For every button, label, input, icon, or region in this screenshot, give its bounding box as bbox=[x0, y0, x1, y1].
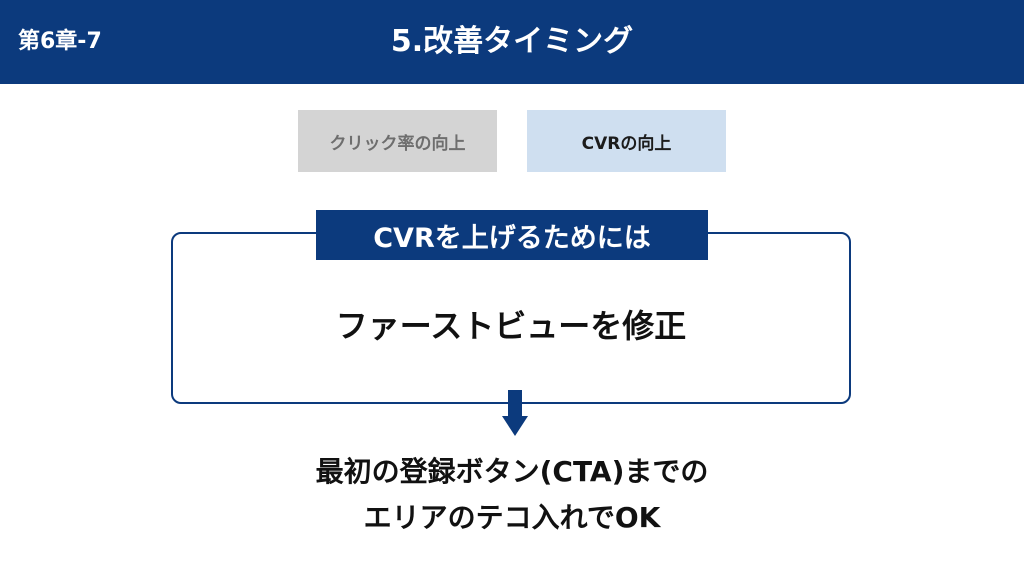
chapter-label: 第6章-7 bbox=[18, 29, 102, 54]
box-main-text: ファーストビューを修正 bbox=[335, 307, 687, 345]
down-arrow-icon bbox=[502, 390, 528, 436]
result-line-2: エリアのテコ入れでOK bbox=[363, 501, 661, 534]
content-box bbox=[171, 232, 851, 404]
header-bar: 第6章-7 5.改善タイミング bbox=[0, 0, 1024, 84]
slide-title: 5.改善タイミング bbox=[390, 24, 634, 59]
result-line-1: 最初の登録ボタン(CTA)までの bbox=[315, 455, 709, 488]
box-heading: CVRを上げるためには bbox=[316, 210, 708, 260]
tab-cvr: CVRの向上 bbox=[527, 110, 726, 172]
tab-click-rate: クリック率の向上 bbox=[298, 110, 497, 172]
